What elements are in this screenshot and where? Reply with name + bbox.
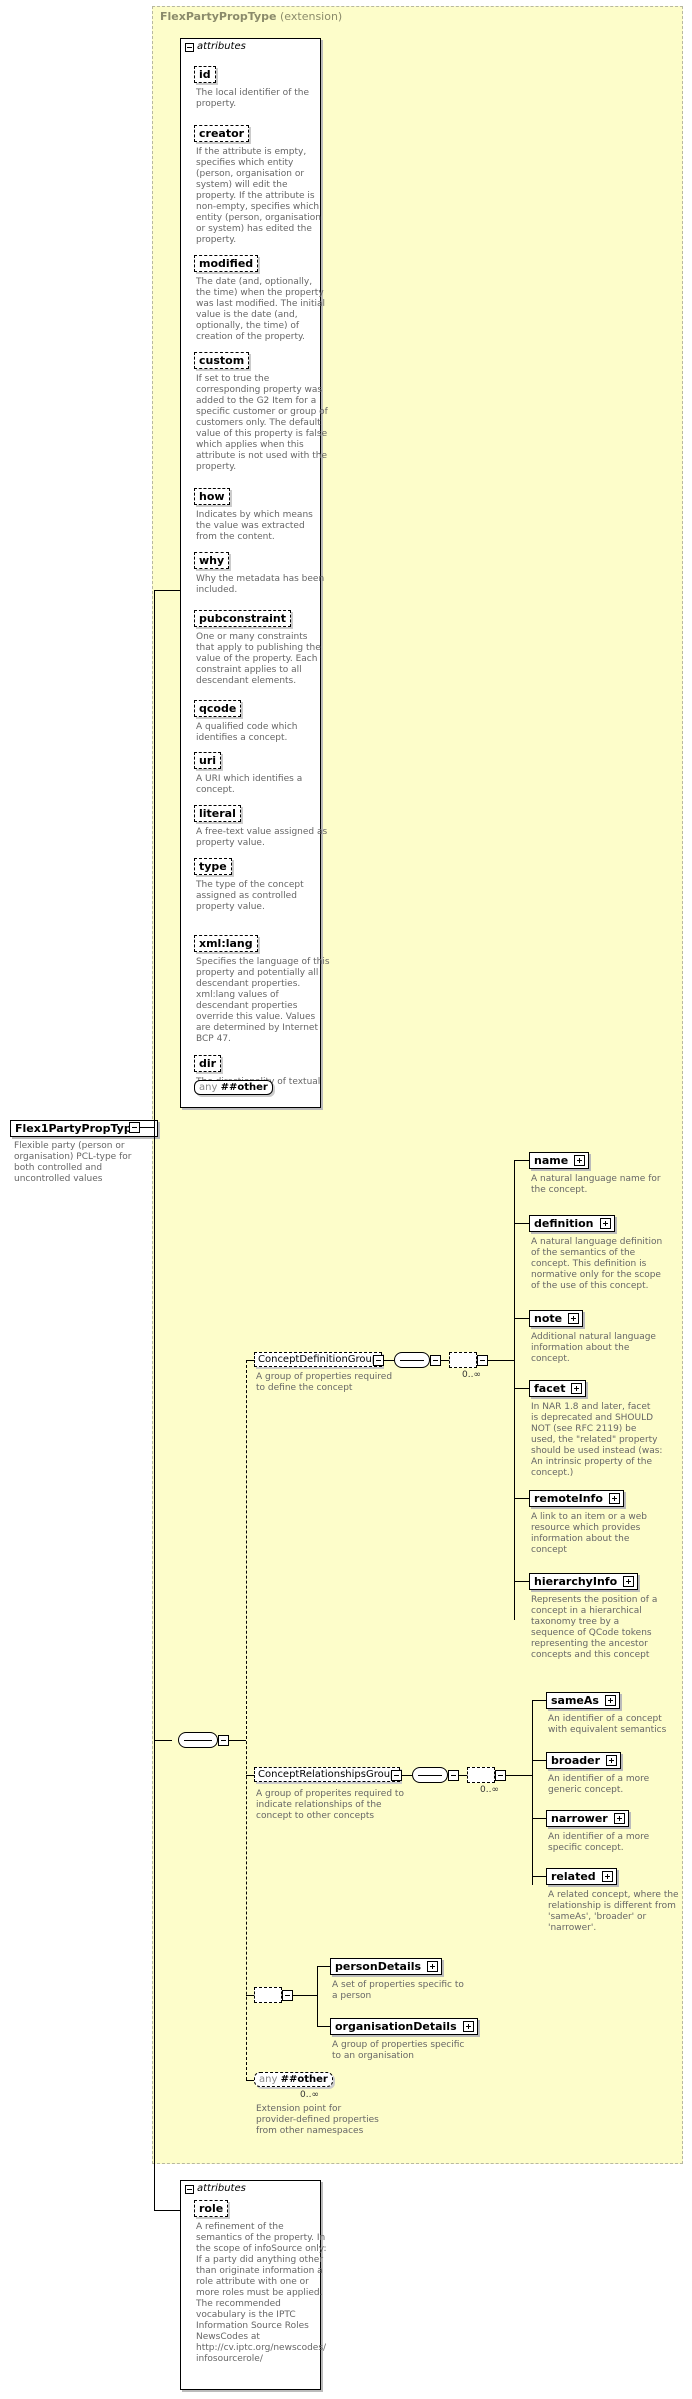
element-facet[interactable]: facet	[529, 1380, 587, 1397]
attribute-type[interactable]: type	[194, 858, 232, 875]
element-related[interactable]: related	[546, 1868, 617, 1885]
attribute-why[interactable]: why	[194, 552, 230, 569]
collapse-icon[interactable]	[430, 1355, 441, 1366]
expand-icon[interactable]	[427, 1961, 439, 1972]
cardinality: 0..∞	[300, 2090, 319, 2100]
attribute-role[interactable]: role	[194, 2200, 229, 2217]
collapse-icon[interactable]	[448, 1770, 459, 1781]
attribute-custom[interactable]: custom	[194, 352, 250, 369]
attribute-uri[interactable]: uri	[194, 752, 222, 769]
collapse-icon[interactable]	[218, 1735, 229, 1746]
expand-icon[interactable]	[574, 1155, 586, 1166]
attributes-title: attributes	[197, 41, 246, 52]
sequence-compositor[interactable]	[412, 1767, 448, 1783]
collapse-icon[interactable]	[185, 2185, 194, 2194]
attribute-id[interactable]: id	[194, 66, 216, 83]
expand-icon[interactable]	[462, 2021, 474, 2032]
element-note[interactable]: note	[529, 1310, 584, 1327]
cardinality: 0..∞	[462, 1370, 481, 1380]
attribute-how[interactable]: how	[194, 488, 230, 505]
element-remoteInfo[interactable]: remoteInfo	[529, 1490, 624, 1507]
choice-compositor[interactable]	[449, 1352, 477, 1368]
root-element[interactable]: Flex1PartyPropType	[10, 1120, 159, 1137]
attribute-pubconstraint[interactable]: pubconstraint	[194, 610, 292, 627]
attribute-modified-desc: The date (and, optionally,the time) when…	[196, 277, 325, 342]
attributes-panel: attributes	[180, 38, 321, 1108]
collapse-icon[interactable]	[282, 1990, 293, 2001]
expand-icon[interactable]	[571, 1383, 583, 1394]
collapse-icon[interactable]	[373, 1355, 384, 1366]
choice-compositor[interactable]	[467, 1767, 495, 1783]
collapse-icon[interactable]	[129, 1122, 140, 1133]
concept-definition-group[interactable]: ConceptDefinitionGroup	[254, 1352, 383, 1367]
any-other-element[interactable]: any ##other	[254, 2072, 333, 2087]
cardinality: 0..∞	[480, 1785, 499, 1795]
collapse-icon[interactable]	[477, 1355, 488, 1366]
element-name[interactable]: name	[529, 1152, 590, 1169]
choice-compositor[interactable]	[254, 1987, 282, 2003]
element-hierarchyInfo[interactable]: hierarchyInfo	[529, 1573, 639, 1590]
collapse-icon[interactable]	[185, 43, 194, 52]
expand-icon[interactable]	[613, 1813, 625, 1824]
extension-title: FlexPartyPropType (extension)	[160, 10, 343, 23]
sequence-compositor[interactable]	[394, 1352, 430, 1368]
expand-icon[interactable]	[606, 1755, 618, 1766]
element-narrower[interactable]: narrower	[546, 1810, 629, 1827]
attribute-creator[interactable]: creator	[194, 125, 250, 142]
attribute-modified[interactable]: modified	[194, 255, 259, 272]
expand-icon[interactable]	[608, 1493, 620, 1504]
collapse-icon[interactable]	[495, 1770, 506, 1781]
attribute-qcode[interactable]: qcode	[194, 700, 242, 717]
attribute-dir[interactable]: dir	[194, 1055, 222, 1072]
expand-icon[interactable]	[604, 1695, 616, 1706]
expand-icon[interactable]	[599, 1218, 611, 1229]
element-definition[interactable]: definition	[529, 1215, 615, 1232]
attribute-xml-lang[interactable]: xml:lang	[194, 935, 258, 952]
concept-relationships-group[interactable]: ConceptRelationshipsGroup	[254, 1767, 401, 1782]
expand-icon[interactable]	[601, 1871, 613, 1882]
attributes-title: attributes	[197, 2183, 246, 2194]
element-personDetails[interactable]: personDetails	[330, 1958, 443, 1975]
element-organisationDetails[interactable]: organisationDetails	[330, 2018, 478, 2035]
expand-icon[interactable]	[568, 1313, 580, 1324]
root-element-label: Flex1PartyPropType	[15, 1122, 140, 1135]
element-sameAs[interactable]: sameAs	[546, 1692, 620, 1709]
attribute-literal[interactable]: literal	[194, 805, 241, 822]
collapse-icon[interactable]	[391, 1770, 402, 1781]
sequence-compositor[interactable]	[178, 1732, 218, 1748]
expand-icon[interactable]	[623, 1576, 635, 1587]
attribute-creator-desc: If the attribute is empty,specifies whic…	[196, 147, 321, 245]
element-broader[interactable]: broader	[546, 1752, 622, 1769]
any-other-attribute[interactable]: any ##other	[194, 1080, 273, 1095]
